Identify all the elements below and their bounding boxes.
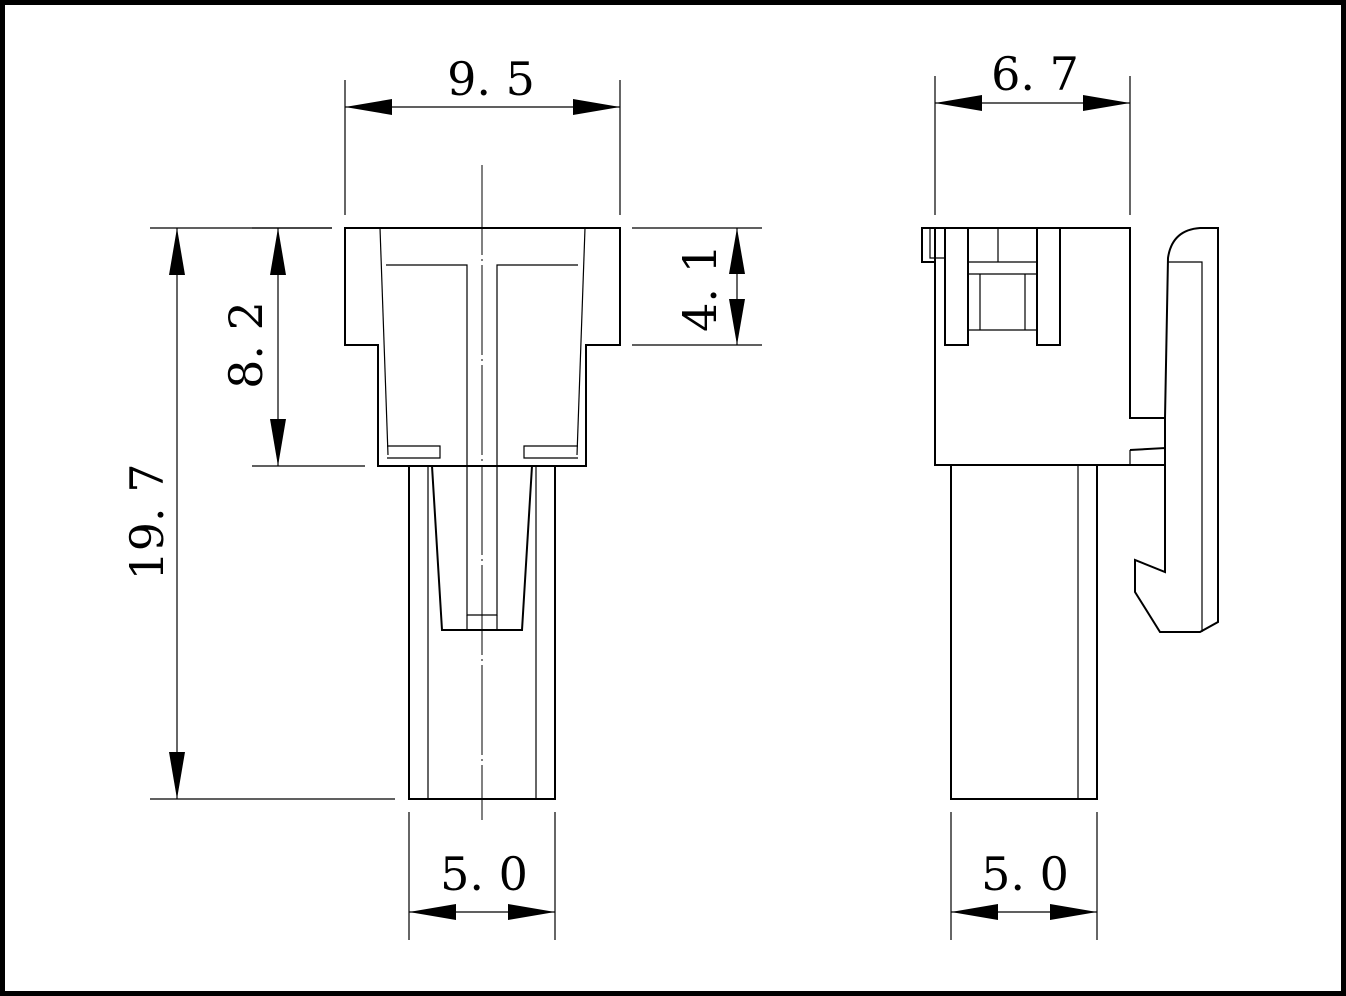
arrow-up: [169, 228, 185, 275]
side-front-tab: [921, 227, 935, 263]
dim-label-front-width: 9. 5: [447, 52, 535, 106]
side-window-top: [968, 228, 1037, 263]
front-inner-wall-right: [576, 227, 586, 456]
arrow-down: [270, 419, 286, 466]
arrow-right: [508, 904, 555, 920]
dim-label-side-width: 6. 7: [991, 47, 1079, 101]
side-latch-inner: [1168, 261, 1203, 632]
dim-label-front-pin-width: 5. 0: [440, 847, 528, 901]
dim-total-height: 19. 7: [120, 227, 395, 800]
arrow-left: [409, 904, 456, 920]
side-window-left-post: [944, 228, 969, 346]
arrow-right: [1083, 95, 1130, 111]
side-tab-detail: [929, 228, 945, 259]
side-pin-body: [950, 465, 1098, 800]
arrow-left: [345, 99, 392, 115]
dim-label-side-pin-width: 5. 0: [981, 847, 1069, 901]
front-shoulder-left: [387, 445, 441, 459]
front-contact-bottom: [466, 615, 498, 630]
dim-label-flange-height: 4. 1: [673, 244, 727, 332]
dim-side-width: 6. 7: [934, 47, 1131, 215]
side-window-bar-sides: [979, 274, 1026, 330]
dim-label-housing-height: 8. 2: [219, 301, 273, 389]
side-latch-arm: [1129, 227, 1219, 633]
side-window-right-post: [1036, 228, 1061, 346]
side-latch-joint: [1129, 417, 1165, 465]
dim-flange-height: 4. 1: [632, 227, 762, 346]
arrow-down: [169, 752, 185, 799]
dim-front-pin-width: 5. 0: [408, 812, 556, 940]
arrow-right: [1050, 904, 1097, 920]
dim-housing-height: 8. 2: [219, 227, 365, 467]
side-view: [921, 227, 1219, 800]
front-housing-outline: [344, 227, 621, 467]
arrow-up: [270, 228, 286, 275]
arrow-left: [935, 95, 982, 111]
dim-front-width: 9. 5: [344, 52, 621, 215]
dim-label-total-height: 19. 7: [120, 463, 174, 580]
front-shoulder-right: [523, 445, 578, 459]
arrow-up: [729, 228, 745, 274]
arrow-left: [951, 904, 998, 920]
front-view: [344, 165, 621, 820]
dim-side-pin-width: 5. 0: [950, 812, 1098, 940]
arrow-down: [729, 299, 745, 345]
front-inner-wall-left: [379, 227, 389, 456]
arrow-right: [573, 99, 620, 115]
